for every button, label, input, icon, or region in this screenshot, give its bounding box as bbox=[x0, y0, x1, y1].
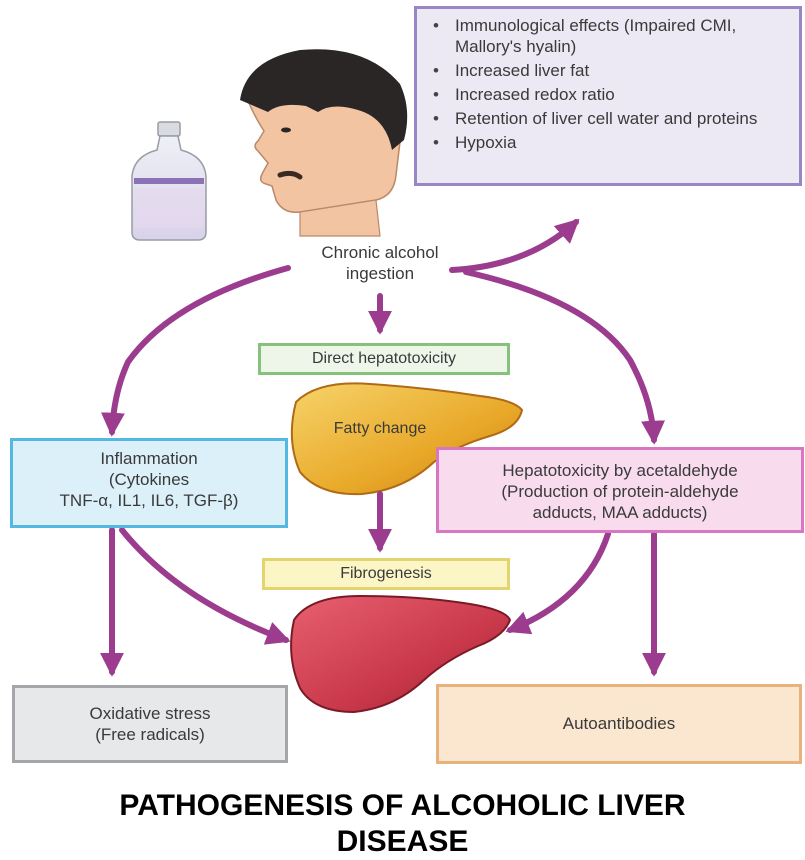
autoantibodies-box: Autoantibodies bbox=[436, 684, 802, 764]
fatty-change-label: Fatty change bbox=[300, 419, 460, 439]
acetaldehyde-box: Hepatotoxicity by acetaldehyde (Producti… bbox=[436, 447, 804, 533]
trigger-label: Chronic alcohol ingestion bbox=[280, 242, 480, 284]
direct-hepatotoxicity-box: Direct hepatotoxicity bbox=[258, 343, 510, 375]
trigger-line-1: Chronic alcohol bbox=[280, 242, 480, 263]
oxidative-line-1: Oxidative stress bbox=[15, 703, 285, 724]
direct-hepatotoxicity-label: Direct hepatotoxicity bbox=[312, 350, 456, 367]
effect-item: Hypoxia bbox=[429, 132, 791, 153]
effect-item: Immunological effects (Impaired CMI, Mal… bbox=[429, 15, 791, 57]
effect-item: Retention of liver cell water and protei… bbox=[429, 108, 791, 129]
inflammation-line-3: TNF-α, IL1, IL6, TGF-β) bbox=[13, 490, 285, 511]
effects-box: Immunological effects (Impaired CMI, Mal… bbox=[414, 6, 802, 186]
inflammation-box: Inflammation (Cytokines TNF-α, IL1, IL6,… bbox=[10, 438, 288, 528]
arrow-acetaldehyde-to-liver bbox=[510, 534, 608, 630]
autoantibodies-label: Autoantibodies bbox=[563, 714, 675, 733]
figure-caption: PATHOGENESIS OF ALCOHOLIC LIVER DISEASE bbox=[0, 788, 805, 860]
fibrogenesis-box: Fibrogenesis bbox=[262, 558, 510, 590]
oxidative-stress-box: Oxidative stress (Free radicals) bbox=[12, 685, 288, 763]
alcohol-bottle-icon bbox=[132, 122, 206, 240]
inflammation-line-2: (Cytokines bbox=[13, 469, 285, 490]
person-head-icon bbox=[240, 49, 407, 236]
trigger-line-2: ingestion bbox=[280, 263, 480, 284]
caption-line-1: PATHOGENESIS OF ALCOHOLIC LIVER bbox=[0, 788, 805, 824]
acetaldehyde-line-1: Hepatotoxicity by acetaldehyde bbox=[439, 460, 801, 481]
inflammation-line-1: Inflammation bbox=[13, 448, 285, 469]
effect-item: Increased liver fat bbox=[429, 60, 791, 81]
acetaldehyde-line-2: (Production of protein-aldehyde bbox=[439, 481, 801, 502]
fibrogenesis-label: Fibrogenesis bbox=[340, 565, 432, 582]
oxidative-line-2: (Free radicals) bbox=[15, 724, 285, 745]
effect-item: Increased redox ratio bbox=[429, 84, 791, 105]
acetaldehyde-line-3: adducts, MAA adducts) bbox=[439, 502, 801, 523]
effects-list: Immunological effects (Impaired CMI, Mal… bbox=[429, 15, 791, 153]
caption-line-2: DISEASE bbox=[0, 824, 805, 860]
